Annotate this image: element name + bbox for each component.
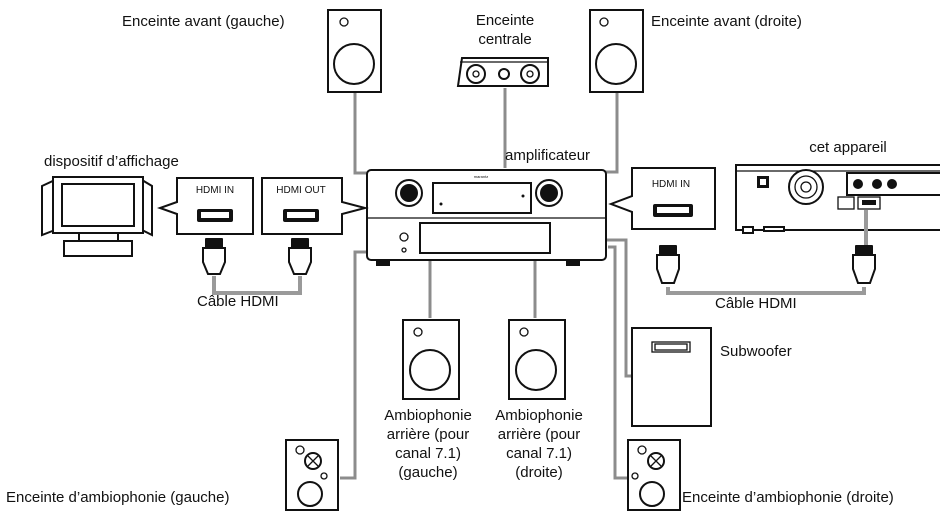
display-hdmi-in-label: HDMI IN [196, 185, 234, 196]
label-center-line1: Enceinte [476, 12, 534, 29]
front-left-speaker [327, 9, 382, 93]
label-rear-right-4: (droite) [515, 464, 563, 481]
label-amplifier: amplificateur [505, 147, 590, 164]
label-hdmi-cable-left: Câble HDMI [197, 293, 279, 310]
label-display: dispositif d’affichage [44, 153, 179, 170]
speaker-wires [340, 88, 632, 480]
amplifier-brand: marantz [474, 174, 488, 179]
unit-hdmi-in-callout: HDMI IN [608, 167, 716, 230]
amp-hdmi-out-label: HDMI OUT [276, 185, 325, 196]
label-rear-left-4: (gauche) [398, 464, 457, 481]
rear-right-speaker [508, 319, 566, 400]
hdmi-plug-left-b [288, 238, 312, 275]
label-rear-right-3: canal 7.1) [506, 445, 572, 462]
wire-front-right [605, 92, 619, 174]
wire-surround-left [340, 250, 368, 480]
amplifier-device: marantz [366, 169, 607, 266]
player-unit [735, 164, 940, 234]
hdmi-plug-left-a [202, 238, 226, 275]
label-this-unit: cet appareil [809, 139, 887, 156]
label-rear-left-2: arrière (pour [387, 426, 470, 443]
wire-front-left [353, 92, 370, 175]
label-subwoofer: Subwoofer [720, 343, 792, 360]
label-center-line2: centrale [478, 31, 531, 48]
front-right-speaker [589, 9, 644, 93]
label-rear-right-1: Ambiophonie [495, 407, 583, 424]
hdmi-cable-right [656, 210, 876, 295]
label-rear-left-3: canal 7.1) [395, 445, 461, 462]
amp-hdmi-out-callout: HDMI OUT [261, 177, 369, 235]
tv-icon [41, 176, 153, 257]
surround-left-speaker [285, 439, 339, 511]
subwoofer-device [631, 327, 712, 427]
unit-hdmi-in-label: HDMI IN [652, 179, 690, 190]
label-hdmi-cable-right: Câble HDMI [715, 295, 797, 312]
label-rear-right-2: arrière (pour [498, 426, 581, 443]
hdmi-plug-right-b [852, 245, 876, 284]
display-hdmi-in-callout: HDMI IN [156, 177, 254, 235]
center-speaker [456, 57, 549, 87]
label-front-left: Enceinte avant (gauche) [122, 13, 285, 30]
label-rear-left-1: Ambiophonie [384, 407, 472, 424]
surround-right-speaker [627, 439, 681, 511]
hdmi-plug-right-a [656, 245, 680, 284]
wire-surround-right [608, 245, 628, 480]
hdmi-cable-left [202, 238, 312, 295]
label-front-right: Enceinte avant (droite) [651, 13, 802, 30]
rear-left-speaker [402, 319, 460, 400]
label-surround-right: Enceinte d’ambiophonie (droite) [682, 489, 894, 506]
label-surround-left: Enceinte d’ambiophonie (gauche) [6, 489, 229, 506]
wire-subwoofer [603, 238, 632, 378]
